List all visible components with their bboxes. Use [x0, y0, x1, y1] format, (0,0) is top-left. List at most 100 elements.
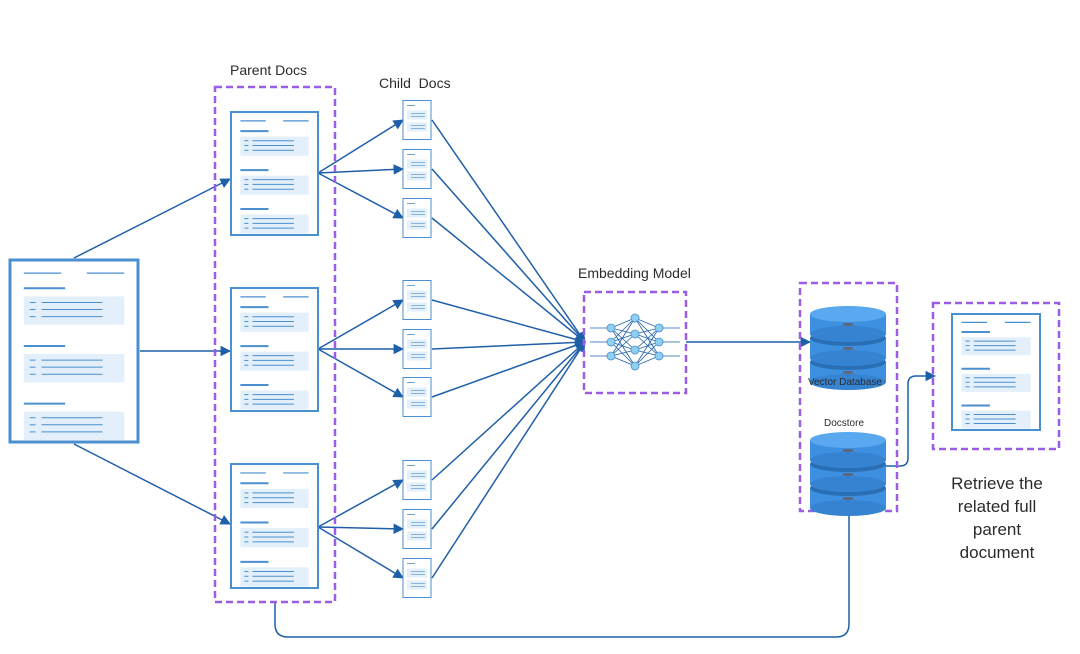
db-band — [810, 374, 886, 390]
db-band — [810, 452, 886, 468]
nn-neuron — [606, 351, 616, 361]
doc-text-block — [407, 387, 427, 397]
db-segment — [810, 362, 886, 390]
retrieve-caption: Retrieve the related full parent documen… — [930, 472, 1064, 564]
boxes-layer — [213, 85, 1061, 604]
arrow-parent-2-to-child-3 — [317, 348, 404, 398]
embedding-model-label: Embedding Model — [578, 265, 691, 281]
doc-text-block — [407, 208, 427, 218]
nn-connection — [634, 317, 660, 343]
db-slot — [843, 473, 853, 476]
nn-connection — [610, 341, 636, 367]
doc-text-block — [240, 351, 309, 371]
arrow-child-2-to-embedding — [431, 168, 586, 343]
document-icon — [402, 377, 432, 417]
embedding-model-dashed-box — [582, 290, 688, 395]
arrow-parents-to-docstore — [274, 500, 855, 638]
database-dashed-box — [798, 281, 899, 513]
arrow-source-to-parent-3 — [73, 443, 231, 525]
child-doc-9 — [402, 558, 432, 598]
doc-text-block — [961, 337, 1031, 356]
retrieve-caption-line-3: parent — [972, 520, 1022, 539]
doc-text-block — [407, 351, 427, 361]
child-doc-1 — [402, 100, 432, 140]
nn-connection — [610, 317, 636, 343]
db-segment — [810, 338, 886, 366]
document-icon — [402, 280, 432, 320]
arrow-child-4-to-embedding — [431, 299, 587, 345]
doc-text-block — [240, 567, 309, 587]
doc-text-block — [407, 470, 427, 480]
nn-neuron — [630, 361, 640, 371]
db-band — [810, 350, 886, 366]
parent-docs-dashed-box — [213, 85, 337, 604]
nn-connection — [610, 333, 636, 357]
doc-text-block — [240, 528, 309, 548]
db-segment — [810, 440, 886, 468]
db-slot — [843, 323, 853, 326]
nn-connection — [634, 333, 660, 357]
child-docs-label: Child Docs — [379, 75, 451, 91]
nn-connection — [610, 317, 636, 357]
nn-neuron — [606, 323, 616, 333]
arrow-child-9-to-embedding — [431, 341, 586, 579]
doc-text-block — [407, 339, 427, 349]
db-ring — [810, 432, 886, 448]
db-segment — [810, 464, 886, 492]
arrow-child-5-to-embedding — [431, 337, 587, 350]
db-slot — [843, 449, 853, 452]
doc-text-block — [961, 373, 1031, 392]
child-doc-4 — [402, 280, 432, 320]
document-icon — [402, 329, 432, 369]
nn-neuron — [654, 351, 664, 361]
db-slot — [843, 347, 853, 350]
doc-text-block — [407, 519, 427, 529]
doc-text-block — [407, 122, 427, 132]
child-doc-3 — [402, 198, 432, 238]
nn-neuron — [630, 345, 640, 355]
parent-doc-2 — [230, 287, 319, 412]
doc-text-block — [407, 110, 427, 120]
doc-text-block — [407, 290, 427, 300]
db-band — [810, 500, 886, 516]
document-icon — [402, 460, 432, 500]
vector-database-icon — [810, 306, 886, 390]
parent-doc-3 — [230, 463, 319, 589]
doc-text-block — [407, 568, 427, 578]
child-doc-7 — [402, 460, 432, 500]
parent-docs-label: Parent Docs — [230, 62, 308, 78]
arrow-source-to-parent-1 — [73, 178, 231, 259]
doc-text-block — [407, 531, 427, 541]
document-icon — [402, 100, 432, 140]
arrow-parent-1-to-child-3 — [317, 172, 404, 219]
retrieve-caption-line-4: document — [959, 543, 1035, 562]
nn-neuron — [654, 323, 664, 333]
db-ring — [810, 306, 886, 322]
doc-text-block — [407, 399, 427, 409]
arrow-docstore-to-retrieved — [886, 370, 937, 467]
nn-neuron — [630, 329, 640, 339]
doc-text-block — [407, 220, 427, 230]
arrows-layer — [73, 119, 937, 638]
doc-text-block — [407, 302, 427, 312]
neural-network-icon — [590, 313, 680, 371]
docs-layer — [8, 100, 1041, 598]
doc-text-block — [240, 488, 309, 509]
nn-neuron — [654, 337, 664, 347]
arrow-child-1-to-embedding — [431, 119, 586, 343]
db-slot — [843, 497, 853, 500]
arrow-parent-2-to-child-1 — [317, 299, 404, 350]
docstore-database-icon — [810, 432, 886, 516]
db-segment — [810, 488, 886, 516]
doc-text-block — [407, 159, 427, 169]
db-band — [810, 476, 886, 492]
db-slot — [843, 371, 853, 374]
child-doc-6 — [402, 377, 432, 417]
arrow-child-3-to-embedding — [431, 217, 586, 343]
child-doc-2 — [402, 149, 432, 189]
document-icon — [402, 149, 432, 189]
doc-text-block — [961, 410, 1031, 429]
nn-connection — [634, 327, 660, 351]
db-segment — [810, 314, 886, 342]
